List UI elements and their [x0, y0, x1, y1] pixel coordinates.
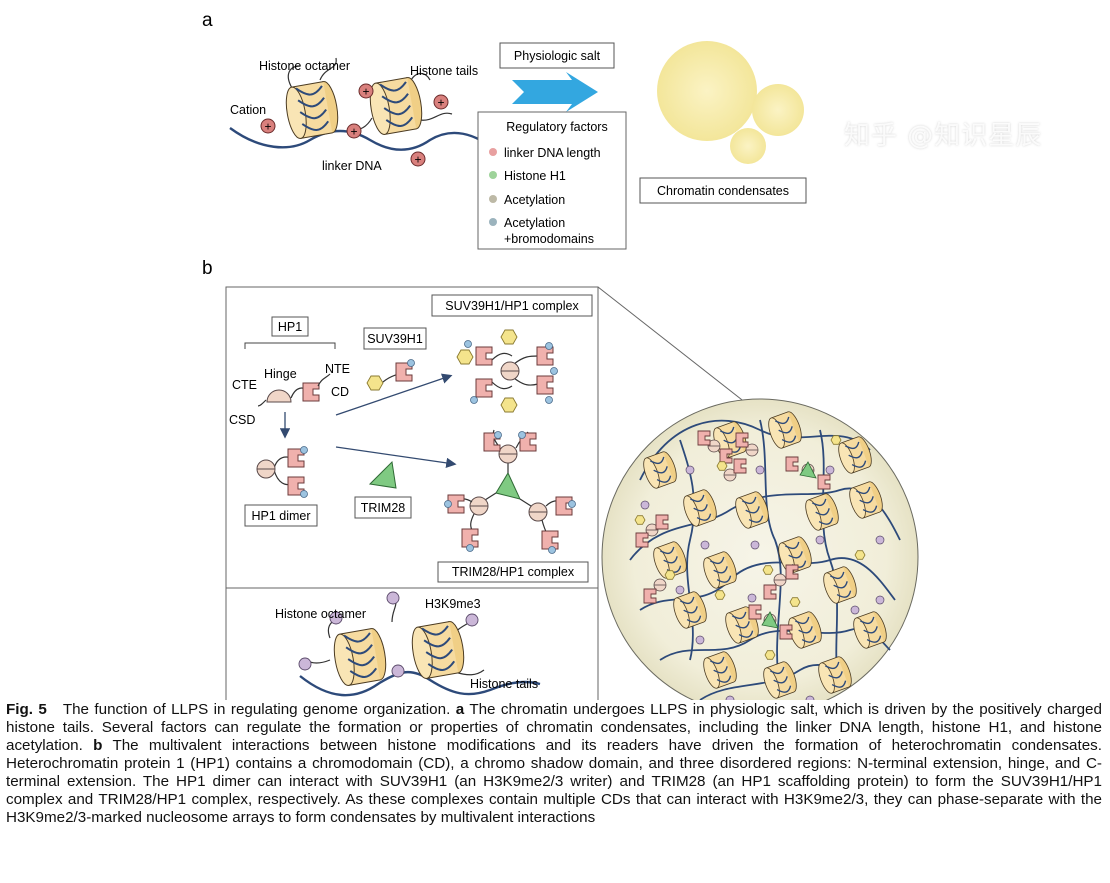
svg-text:+: + [414, 153, 421, 167]
figure-caption: Fig. 5 The function of LLPS in regulatin… [6, 701, 1102, 827]
suv-hp1-complex [456, 329, 558, 413]
regulatory-bullet-icon [489, 148, 497, 156]
caption-b-label: b [93, 737, 103, 754]
condensate-droplets [657, 41, 804, 164]
svg-text:+: + [437, 96, 444, 110]
label-histone-tails-b: Histone tails [470, 677, 538, 691]
regulatory-item: Acetylation +bromodomains [489, 216, 594, 246]
figure-canvas: a + + + + + Histone octamer Histone tail… [202, 10, 919, 700]
caption-intro: The function of LLPS in regulating genom… [62, 701, 451, 718]
regulatory-item: linker DNA length [489, 146, 601, 160]
regulatory-bullet-icon [489, 218, 497, 226]
hp1-dimer-box [244, 504, 318, 527]
trim-hp1-complex [444, 429, 576, 554]
label-hinge: Hinge [264, 367, 297, 381]
trim-complex-box [437, 561, 589, 583]
svg-text:linker DNA length: linker DNA length [504, 146, 601, 160]
panel-a-label: a [202, 10, 213, 31]
label-csd: CSD [229, 413, 255, 427]
regulatory-factors-box [477, 111, 627, 250]
svg-text:+bromodomains: +bromodomains [504, 232, 594, 246]
svg-text:Acetylation: Acetylation [504, 216, 565, 230]
label-cation: Cation [230, 103, 266, 117]
label-histone-octamer-b: Histone octamer [275, 607, 366, 621]
caption-fig-label: Fig. 5 [6, 701, 47, 718]
trim28-box [354, 496, 412, 519]
watermark: 知乎 @知识星辰 [844, 121, 1043, 151]
label-hp1: HP1 [278, 320, 302, 334]
caption-b-text: The multivalent interactions between his… [6, 737, 1102, 826]
cation-markers: + + + + + [260, 83, 449, 167]
label-suv-complex: SUV39H1/HP1 complex [445, 299, 579, 313]
condensates-box [639, 177, 807, 204]
label-cd: CD [331, 385, 349, 399]
suv39h1-protein [366, 359, 415, 391]
panel-a-chromatin [229, 57, 491, 151]
label-h3k9me3: H3K9me3 [425, 597, 481, 611]
label-linker-dna: linker DNA [322, 159, 382, 173]
svg-text:Histone H1: Histone H1 [504, 169, 566, 183]
suv39h1-box [363, 327, 427, 350]
regulatory-item: Acetylation [489, 193, 565, 207]
label-histone-octamer-a: Histone octamer [259, 59, 350, 73]
label-physiologic-salt: Physiologic salt [514, 49, 601, 63]
regulatory-bullet-icon [489, 171, 497, 179]
hp1-monomer [257, 373, 331, 407]
salt-arrow-icon [512, 72, 598, 112]
regulatory-item: Histone H1 [489, 169, 566, 183]
svg-text:+: + [350, 125, 357, 139]
trim28-protein [368, 460, 397, 489]
label-chromatin-condensates: Chromatin condensates [657, 184, 789, 198]
label-trim-complex: TRIM28/HP1 complex [452, 565, 575, 579]
regulatory-bullet-icon [489, 195, 497, 203]
label-trim28: TRIM28 [361, 501, 406, 515]
label-nte: NTE [325, 362, 350, 376]
caption-a-text: The chromatin undergoes LLPS in physiolo… [6, 701, 1102, 754]
physiologic-salt-box [499, 42, 615, 69]
marked-nucleosomes [298, 591, 541, 697]
heterochromatin-condensate [601, 398, 919, 700]
label-hp1-dimer: HP1 dimer [251, 509, 310, 523]
caption-a-label: a [455, 701, 465, 718]
label-suv39h1: SUV39H1 [367, 332, 423, 346]
hp1-box [271, 316, 309, 337]
hp1-dimer [256, 446, 308, 498]
svg-text:+: + [264, 120, 271, 134]
svg-text:Acetylation: Acetylation [504, 193, 565, 207]
label-cte: CTE [232, 378, 257, 392]
suv-complex-box [431, 294, 593, 317]
regulatory-title: Regulatory factors [506, 120, 607, 134]
panel-b-label: b [202, 258, 213, 279]
label-histone-tails-a: Histone tails [410, 64, 478, 78]
svg-text:+: + [362, 85, 369, 99]
